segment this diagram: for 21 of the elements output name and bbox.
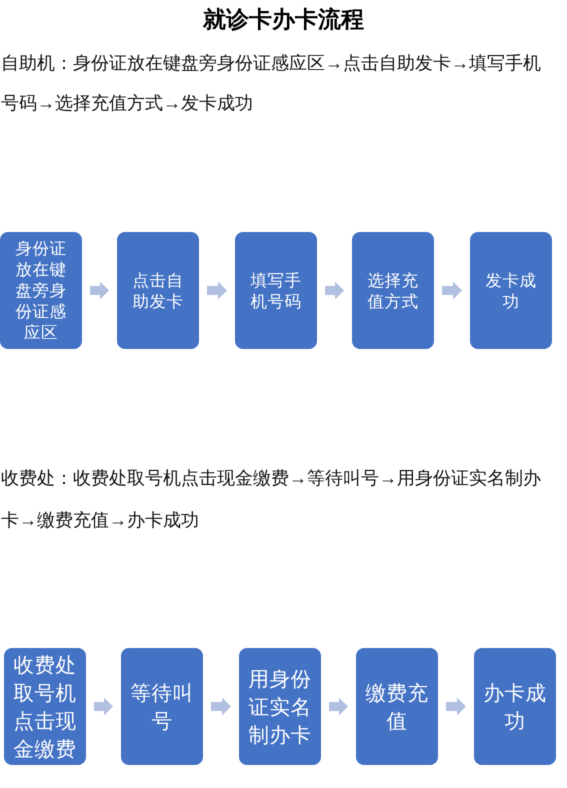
process-step: 用身份证实名制办卡 — [239, 648, 321, 765]
process-step: 缴费充值 — [356, 648, 438, 765]
process-step: 点击自助发卡 — [117, 232, 199, 349]
arrow — [207, 282, 227, 300]
arrow — [90, 282, 109, 300]
process-step: 身份证放在键盘旁身份证感应区 — [0, 232, 82, 349]
arrow — [211, 698, 231, 716]
note-text: 自助机：身份证放在键盘旁身份证感应区→点击自助发卡→填写手机号码→选择充值方式→发卡成功 — [1, 52, 542, 115]
title: 就诊卡办卡流程 — [203, 6, 364, 34]
arrow — [442, 282, 462, 300]
process-step: 填写手机号码 — [235, 232, 317, 349]
arrow — [94, 698, 113, 716]
process-step: 选择充值方式 — [352, 232, 434, 349]
process-step: 收费处取号机点击现金缴费 — [4, 648, 86, 765]
process-step: 办卡成功 — [474, 648, 556, 765]
arrow — [329, 698, 348, 716]
process-step: 等待叫号 — [121, 648, 203, 765]
arrow — [446, 698, 466, 716]
process-step: 发卡成功 — [470, 232, 552, 349]
arrow — [325, 282, 344, 300]
note-text: 收费处：收费处取号机点击现金缴费→等待叫号→用身份证实名制办卡→缴费充值→办卡成功 — [1, 467, 542, 532]
